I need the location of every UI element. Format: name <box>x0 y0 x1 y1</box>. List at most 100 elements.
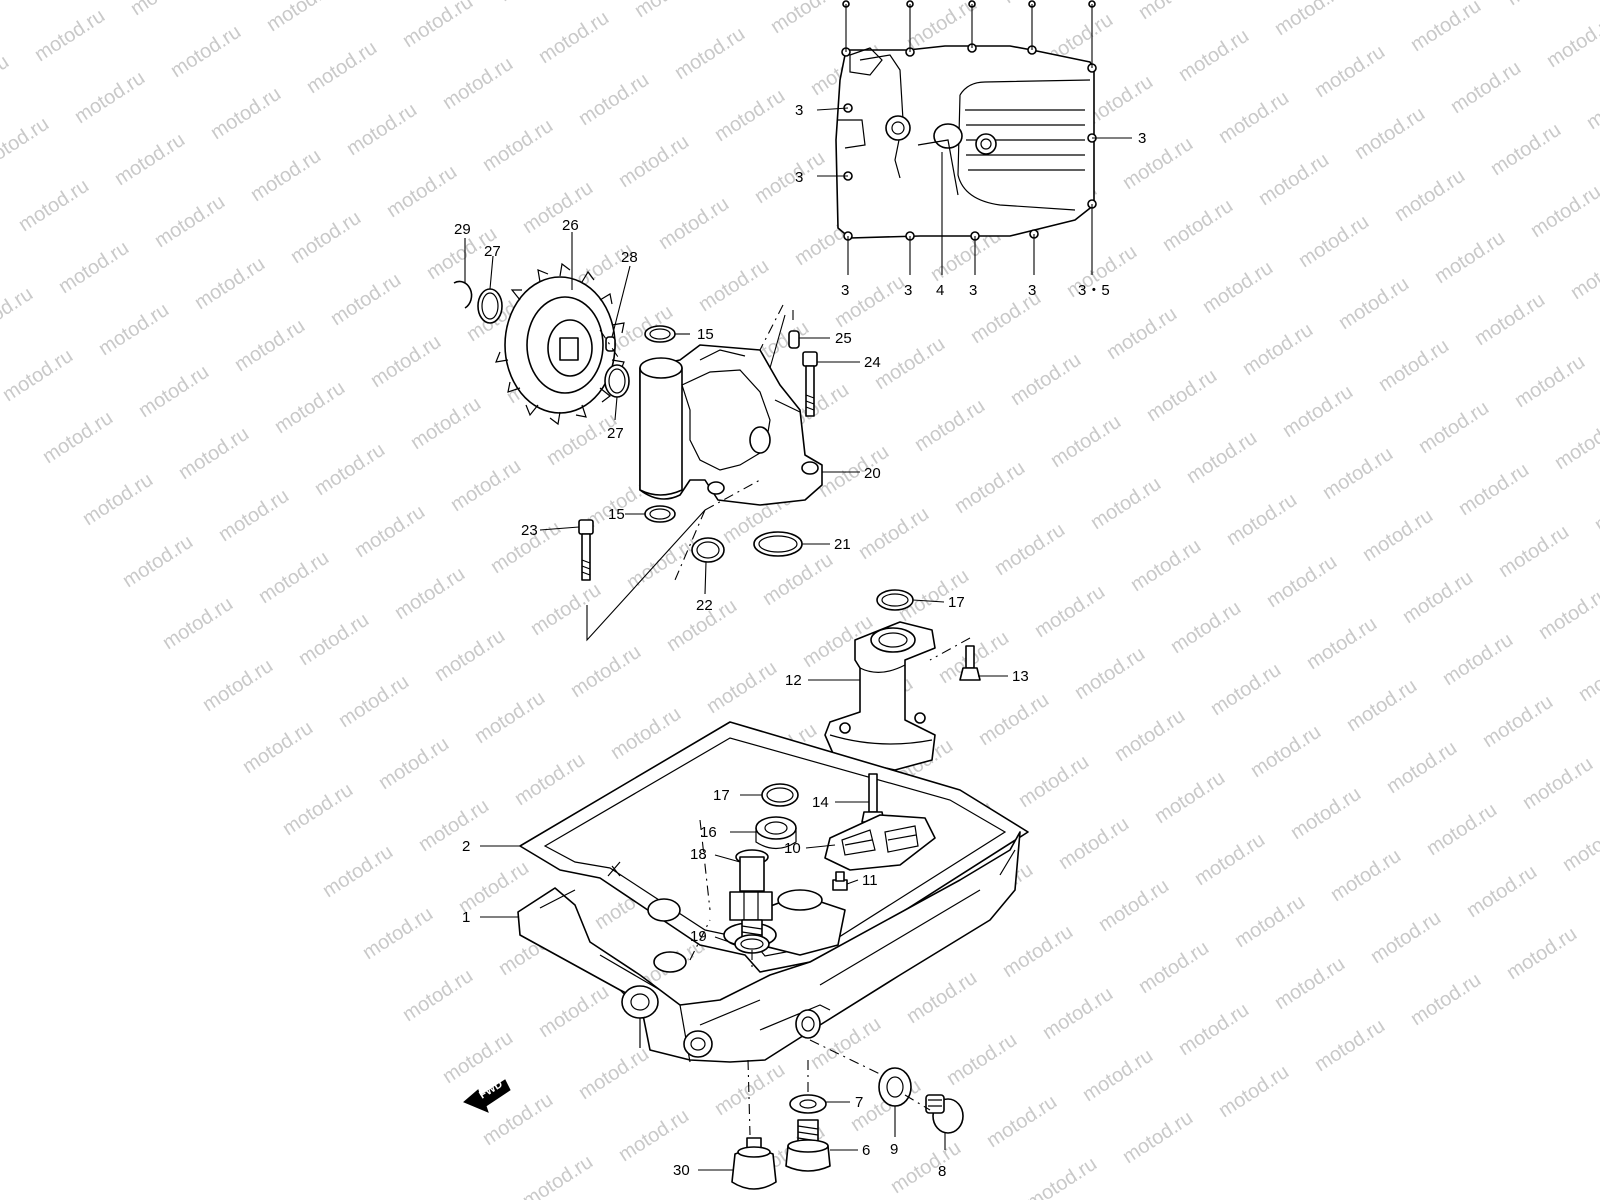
watermark-text: motod.ru <box>983 1091 1061 1152</box>
pin-28 <box>605 336 616 352</box>
watermark-text: motod.ru <box>367 331 445 392</box>
watermark-text: motod.ru <box>1199 257 1277 318</box>
dowel-pin-25 <box>788 330 800 349</box>
watermark-text: motod.ru <box>623 533 701 594</box>
callout-8: 8 <box>938 1163 946 1180</box>
watermark-text: motod.ru <box>471 687 549 748</box>
watermark-text: motod.ru <box>175 423 253 484</box>
watermark-text: motod.ru <box>911 395 989 456</box>
watermark-text: motod.ru <box>383 161 461 222</box>
bolt-13-shank <box>965 645 975 669</box>
watermark-text: motod.ru <box>1575 645 1600 706</box>
watermark-text: motod.ru <box>1255 149 1333 210</box>
watermark-text: motod.ru <box>1375 335 1453 396</box>
watermark-text: motod.ru <box>1031 581 1109 642</box>
watermark-text: motod.ru <box>671 23 749 84</box>
watermark-text: motod.ru <box>1191 829 1269 890</box>
watermark-text: motod.ru <box>0 0 69 4</box>
callout-22: 22 <box>696 597 713 614</box>
callout-3: 3 <box>841 282 849 299</box>
watermark-text: motod.ru <box>703 657 781 718</box>
watermark-text: motod.ru <box>1439 629 1517 690</box>
watermark-text: motod.ru <box>31 5 109 66</box>
sensor-30 <box>731 1137 777 1190</box>
callout-labels: 29 27 26 28 15 25 24 27 20 15 23 21 22 1… <box>454 102 1146 1180</box>
oil-screen-10 <box>824 814 936 871</box>
watermark-text: motod.ru <box>495 0 573 6</box>
watermark-text: motod.ru <box>1135 0 1213 24</box>
callout-3: 3 <box>795 102 803 119</box>
watermark-text: motod.ru <box>1207 659 1285 720</box>
watermark-text: motod.ru <box>1119 133 1197 194</box>
watermark-text: motod.ru <box>111 129 189 190</box>
gasket-9 <box>878 1067 912 1107</box>
drain-bolt-6 <box>785 1119 831 1172</box>
watermark-text: motod.ru <box>1103 303 1181 364</box>
oil-pump-assembly <box>453 262 823 642</box>
watermark-text: motod.ru <box>287 207 365 268</box>
watermark-text: motod.ru <box>319 841 397 902</box>
watermark-text: motod.ru <box>1215 87 1293 148</box>
watermark-text: motod.ru <box>439 53 517 114</box>
watermark-text: motod.ru <box>751 147 829 208</box>
watermark-text: motod.ru <box>975 689 1053 750</box>
watermark-text: motod.ru <box>887 1137 965 1198</box>
watermark-text: motod.ru <box>519 1151 597 1200</box>
watermark-text: motod.ru <box>535 981 613 1042</box>
watermark-text: motod.ru <box>391 563 469 624</box>
watermark-text: motod.ru <box>399 0 477 52</box>
watermark-text: motod.ru <box>759 549 837 610</box>
watermark-text: motod.ru <box>1519 753 1597 814</box>
callout-3: 3 <box>795 169 803 186</box>
watermark-text: motod.ru <box>1327 845 1405 906</box>
watermark-text: motod.ru <box>1247 721 1325 782</box>
watermark-text: motod.ru <box>1015 751 1093 812</box>
watermark-text: motod.ru <box>79 469 157 530</box>
watermark-text: motod.ru <box>1351 103 1429 164</box>
watermark-text: motod.ru <box>231 315 309 376</box>
watermark-text: motod.ru <box>999 0 1077 8</box>
watermark-text: motod.ru <box>1039 983 1117 1044</box>
circlip-29 <box>453 280 473 309</box>
watermark-text: motod.ru <box>1391 165 1469 226</box>
callout-3: 3 <box>1138 130 1146 147</box>
watermark-text: motod.ru <box>1079 1045 1157 1106</box>
callout-24: 24 <box>864 354 881 371</box>
bolt-24 <box>802 351 818 417</box>
watermark-text: motod.ru <box>1311 41 1389 102</box>
watermark-text: motod.ru <box>1447 57 1525 118</box>
watermark-text: motod.ru <box>1463 861 1541 922</box>
watermark-text: motod.ru <box>1119 1107 1197 1168</box>
washer-7 <box>789 1094 827 1114</box>
callout-14: 14 <box>812 794 829 811</box>
watermark-text: motod.ru <box>167 21 245 82</box>
watermark-text: motod.ru <box>1071 643 1149 704</box>
callout-3-5: 3・5 <box>1078 282 1110 299</box>
watermark-text: motod.ru <box>943 1029 1021 1090</box>
watermark-text: motod.ru <box>1535 583 1600 644</box>
watermark-text: motod.ru <box>567 641 645 702</box>
watermark-text: motod.ru <box>151 191 229 252</box>
watermark-text: motod.ru <box>1503 0 1581 10</box>
watermark-text: motod.ru <box>1431 227 1509 288</box>
oil-strainer-pipe-12 <box>824 589 981 771</box>
watermark-text: motod.ru <box>39 407 117 468</box>
watermark-text: motod.ru <box>1023 1153 1101 1200</box>
watermark-text: motod.ru <box>135 361 213 422</box>
callout-17: 17 <box>948 594 965 611</box>
callout-11: 11 <box>862 872 878 889</box>
watermark-text: motod.ru <box>1319 443 1397 504</box>
watermark-text: motod.ru <box>831 271 909 332</box>
bolt-13-head <box>959 667 981 681</box>
watermark-text: motod.ru <box>119 531 197 592</box>
watermark-text: motod.ru <box>1455 459 1533 520</box>
callout-9: 9 <box>890 1141 898 1158</box>
watermark-text: motod.ru <box>1095 875 1173 936</box>
watermark-text: motod.ru <box>1583 73 1600 134</box>
watermark-text: motod.ru <box>1111 705 1189 766</box>
watermark-text: motod.ru <box>1159 195 1237 256</box>
callout-21: 21 <box>834 536 851 553</box>
watermark-text: motod.ru <box>407 393 485 454</box>
callout-30: 30 <box>673 1162 690 1179</box>
callout-3: 3 <box>969 282 977 299</box>
